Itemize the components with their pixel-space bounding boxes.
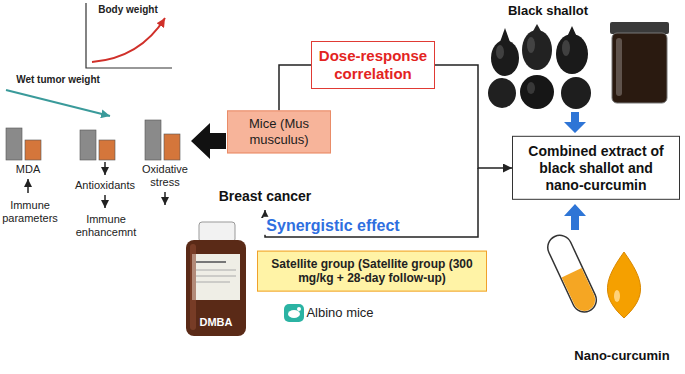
glass-shine [190,244,196,330]
glass-shine [616,38,622,96]
shallot [488,78,516,108]
box-text: Mice (Mus musculus) [232,116,326,147]
effect-label: Synergistic effect [263,217,402,235]
result-box: Dose-response correlation [311,41,435,89]
shallot [556,34,588,74]
trend-line [6,90,110,116]
animal-label: Albino mice [306,306,373,321]
label-line [196,261,226,263]
mouse-ear [297,307,301,311]
extract-box: Combined extract of black shallot and na… [512,136,680,200]
test-tube [544,231,600,315]
model-box: Mice (Mus musculus) [227,110,331,153]
highlight [527,37,535,53]
axis-title: Body weight [98,4,157,16]
shallot [561,77,591,109]
bar [25,140,41,160]
bar [6,128,22,160]
bottle-label [192,254,240,300]
shallot-tip [532,24,542,33]
bar-label: MDA [16,163,40,176]
bottle-cap [199,222,235,242]
outcome-label: Immune enhancemnt [70,213,142,238]
box-text: Satellite group (Satellite group (300 mg… [266,257,478,286]
label-line [196,282,230,283]
drop [607,252,640,318]
bar-label: Oxidative stress [135,163,195,188]
disease-label: Breast cancer [219,188,312,204]
shallot [522,30,552,70]
bar-chart [6,120,180,160]
photo-label: Black shallot [508,4,588,19]
bottle-body [186,240,246,336]
flow-arrow [564,112,586,133]
bar [145,120,161,160]
tube-liquid [562,268,599,314]
group-box: Satellite group (Satellite group (300 mg… [257,251,487,292]
shallot [520,75,554,109]
bar [99,140,115,160]
icon-badge [284,304,304,322]
highlight [496,45,504,59]
bar-label: Antioxidants [75,179,135,192]
label-line [196,276,236,277]
shallot [491,40,519,76]
up-arrow [27,179,29,193]
box-text: Combined extract of black shallot and na… [519,143,673,193]
outcome-label: Immune parameters [0,199,61,224]
mouse-icon [284,304,304,322]
trend-line [92,18,165,62]
flow-arrow [564,204,586,230]
highlight [527,82,535,94]
connector [279,65,311,110]
black-shallot-photo [488,22,669,109]
highlight [562,40,570,56]
tube-glass [544,231,600,315]
axis-title: Wet tumor weight [16,74,100,86]
shallot-tip [500,28,510,42]
bottle-label: DMBA [200,316,233,329]
icon-label: Nano-curcumin [574,349,669,364]
result-arrow [191,123,226,159]
mouse-body [288,310,300,318]
bar [164,134,180,160]
down-arrow [104,162,106,175]
down-arrow [104,195,106,208]
down-arrow [164,192,166,205]
bar [80,130,96,160]
dmba-bottle [186,222,246,336]
box-text: Dose-response correlation [318,47,428,83]
jar [612,33,667,103]
chart-axes [86,3,172,68]
connector [435,65,512,168]
label-line [196,270,236,271]
jar-lid [610,22,669,34]
shallot-tip [567,26,577,37]
drop-shine [614,290,620,302]
